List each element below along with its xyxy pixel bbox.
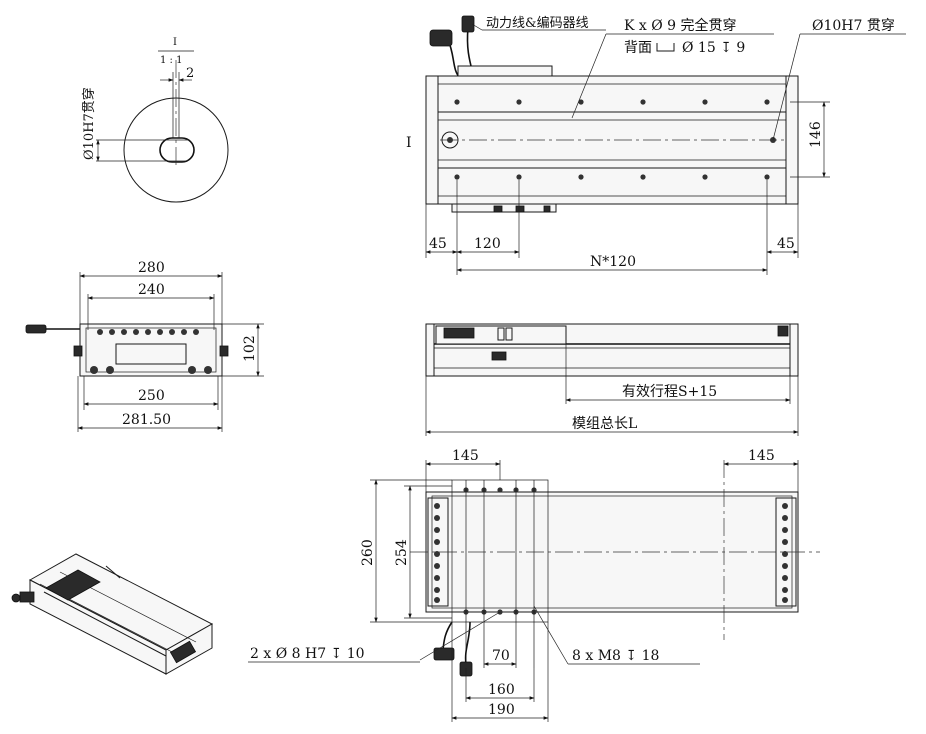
cable-connector-2 xyxy=(461,15,475,33)
through-holes-top xyxy=(454,99,770,105)
width-outer-label: 280 xyxy=(138,260,165,276)
base-width-label: 250 xyxy=(138,388,165,404)
tapped-holes-label: 8 x M8 ↧ 18 xyxy=(572,648,659,664)
width-holes-label: 240 xyxy=(138,282,165,298)
counterbore-label: 背面 xyxy=(624,40,652,56)
slot-width-label: 2 xyxy=(186,66,194,81)
top-carriage xyxy=(457,65,553,77)
height-260-label: 260 xyxy=(360,539,376,566)
through-holes-label: K x Ø 9 完全贯穿 xyxy=(624,17,737,34)
pitch-total-label: N*120 xyxy=(590,254,636,270)
dim-190-label: 190 xyxy=(488,702,515,718)
end-holes xyxy=(90,329,212,374)
total-width-label: 281.50 xyxy=(122,412,171,428)
detail-view-marker: I xyxy=(406,135,412,151)
bottom-carriage xyxy=(451,203,557,213)
top-view: 动力线&编码器线 xyxy=(406,15,906,275)
end-window xyxy=(115,343,187,365)
side-view: 有效行程S+15 模组总长L xyxy=(425,323,799,436)
pitch-label: 120 xyxy=(474,236,501,252)
pin-hole-top-label: Ø10H7 贯穿 xyxy=(812,18,895,34)
right-offset-label: 45 xyxy=(777,236,795,252)
dim-160-label: 160 xyxy=(488,682,515,698)
hole-spacing-label: 146 xyxy=(808,121,824,148)
total-length-label: 模组总长L xyxy=(572,416,637,432)
bottom-end-holes xyxy=(434,503,788,603)
pin-slot xyxy=(159,137,195,163)
scale-view-label: I xyxy=(173,37,177,48)
isometric-view xyxy=(11,553,214,675)
detail-view: Ø10H7贯穿 2 I 1 : 1 xyxy=(81,37,229,203)
scale-label: 1 : 1 xyxy=(160,55,182,66)
through-holes-bottom xyxy=(454,174,770,180)
end-view: 280 240 102 250 281.50 xyxy=(25,260,264,432)
cable-label: 动力线&编码器线 xyxy=(486,16,589,31)
dim-70-label: 70 xyxy=(492,648,510,664)
height-254-label: 254 xyxy=(394,539,410,566)
right-145-label: 145 xyxy=(748,448,775,464)
pin-hole-side-label: Ø10H7贯穿 xyxy=(81,87,97,160)
left-145-label: 145 xyxy=(452,448,479,464)
height-label: 102 xyxy=(242,335,258,362)
counterbore-spec-label: Ø 15 ↧ 9 xyxy=(682,40,745,56)
pin-holes-bottom-label: 2 x Ø 8 H7 ↧ 10 xyxy=(250,646,365,662)
left-offset-label: 45 xyxy=(429,236,447,252)
cable-connector xyxy=(429,29,453,47)
end-cable-connector xyxy=(25,324,47,334)
bottom-view: 145 145 260 254 70 160 190 2 x Ø 8 H7 ↧ … xyxy=(248,448,820,722)
stroke-label: 有效行程S+15 xyxy=(622,384,717,400)
